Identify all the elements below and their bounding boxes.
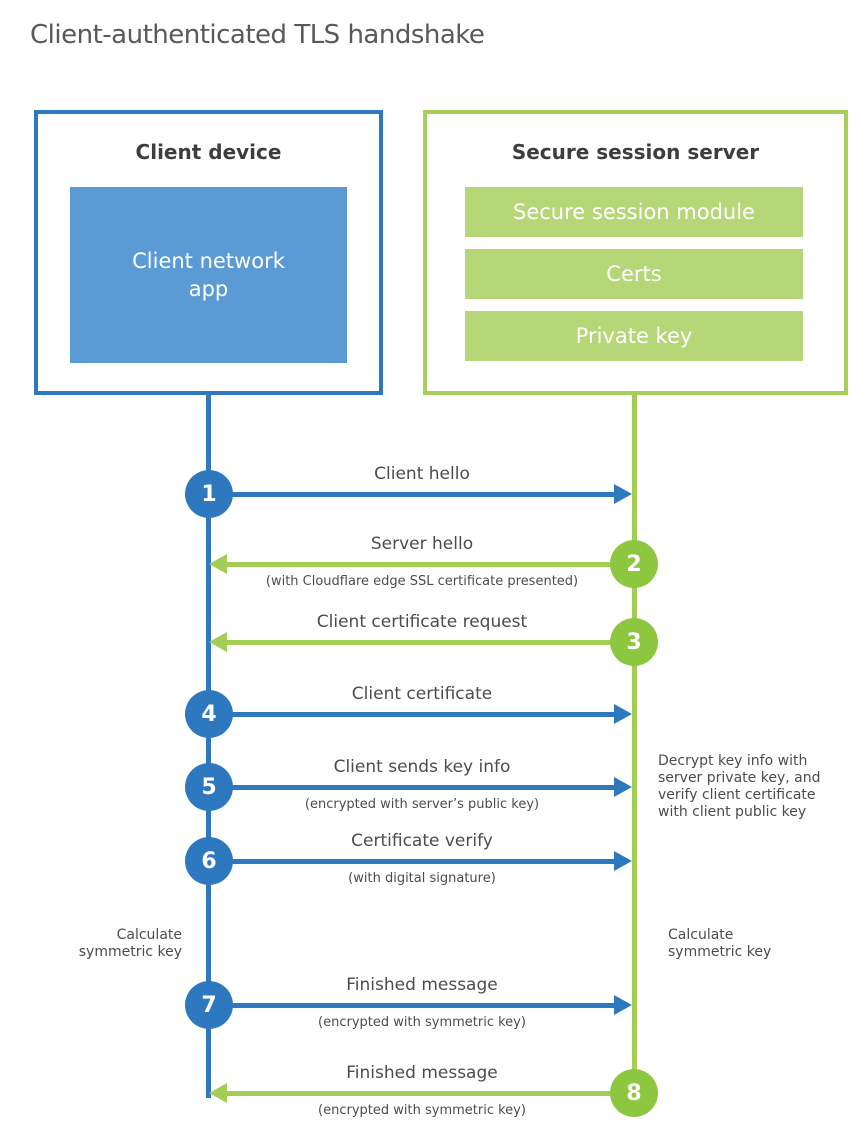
arrow-right-icon bbox=[614, 484, 632, 504]
server-modules: Secure session module Certs Private key bbox=[465, 187, 803, 373]
arrow-left-icon bbox=[209, 1083, 227, 1103]
message-label: Client certificate bbox=[351, 684, 493, 704]
arrow-left-icon bbox=[209, 632, 227, 652]
message-line bbox=[227, 640, 635, 645]
server-module-private-key: Private key bbox=[465, 311, 803, 361]
message-line bbox=[227, 1091, 635, 1096]
server-lifeline bbox=[632, 393, 637, 1095]
message-sublabel: (encrypted with server’s public key) bbox=[304, 797, 540, 812]
message-line bbox=[209, 1003, 614, 1008]
arrow-right-icon bbox=[614, 704, 632, 724]
step-number-badge: 4 bbox=[185, 690, 233, 738]
secure-session-server-box: Secure session server Secure session mod… bbox=[423, 110, 848, 395]
message-label: Client sends key info bbox=[333, 757, 511, 777]
decrypt-note-line: server private key, and bbox=[658, 770, 821, 786]
step-number-badge: 8 bbox=[610, 1069, 658, 1117]
step-number-badge: 5 bbox=[185, 763, 233, 811]
message-line bbox=[209, 712, 614, 717]
step-number-badge: 3 bbox=[610, 618, 658, 666]
message-label: Server hello bbox=[370, 534, 474, 554]
message-line bbox=[209, 859, 614, 864]
secure-session-server-title: Secure session server bbox=[511, 140, 760, 164]
arrow-right-icon bbox=[614, 995, 632, 1015]
arrow-right-icon bbox=[614, 851, 632, 871]
step-number-badge: 2 bbox=[610, 540, 658, 588]
server-module-certs: Certs bbox=[465, 249, 803, 299]
client-network-app-box: Client network app bbox=[70, 187, 347, 363]
step-number-badge: 7 bbox=[185, 981, 233, 1029]
decrypt-key-info-note: Decrypt key info with server private key… bbox=[658, 753, 833, 821]
arrow-right-icon bbox=[614, 777, 632, 797]
message-sublabel: (with digital signature) bbox=[348, 871, 496, 886]
message-label: Client hello bbox=[374, 464, 470, 484]
message-label: Certificate verify bbox=[351, 831, 493, 851]
message-line bbox=[227, 562, 635, 567]
message-sublabel: (encrypted with symmetric key) bbox=[318, 1103, 526, 1118]
message-line bbox=[209, 785, 614, 790]
calculate-symmetric-key-note-client: Calculate symmetric key bbox=[78, 927, 182, 960]
step-number-badge: 1 bbox=[185, 470, 233, 518]
decrypt-note-line: Decrypt key info with bbox=[658, 753, 808, 769]
message-sublabel: (with Cloudflare edge SSL certificate pr… bbox=[265, 574, 579, 589]
client-device-box: Client device Client network app bbox=[34, 110, 383, 395]
server-module-secure-session: Secure session module bbox=[465, 187, 803, 237]
message-line bbox=[209, 492, 614, 497]
message-label: Finished message bbox=[346, 975, 498, 995]
message-label: Client certificate request bbox=[316, 612, 528, 632]
calculate-symmetric-key-note-server: Calculate symmetric key bbox=[668, 927, 772, 960]
decrypt-note-line: with client public key bbox=[658, 804, 807, 820]
decrypt-note-line: verify client certificate bbox=[658, 787, 816, 803]
client-device-title: Client device bbox=[135, 140, 282, 164]
arrow-left-icon bbox=[209, 554, 227, 574]
message-sublabel: (encrypted with symmetric key) bbox=[318, 1015, 526, 1030]
message-label: Finished message bbox=[346, 1063, 498, 1083]
step-number-badge: 6 bbox=[185, 837, 233, 885]
client-lifeline bbox=[206, 393, 211, 1098]
page-title: Client-authenticated TLS handshake bbox=[30, 20, 485, 50]
client-network-app-label: Client network app bbox=[132, 249, 285, 301]
